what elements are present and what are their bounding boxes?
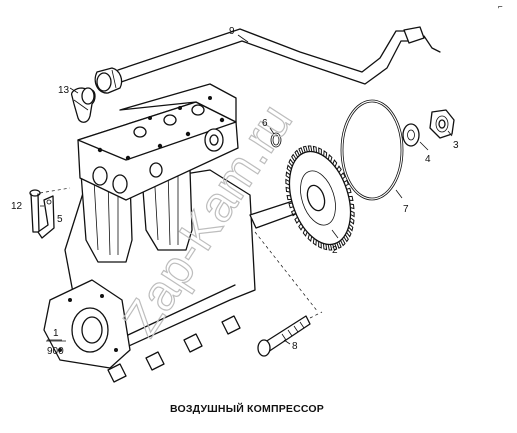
diagram-caption: ВОЗДУШНЫЙ КОМПРЕССОР bbox=[170, 402, 324, 415]
callout-8: 8 bbox=[292, 341, 298, 352]
callout-9: 9 bbox=[229, 26, 235, 37]
callout-12: 12 bbox=[11, 201, 23, 212]
part-12-bolt bbox=[29, 187, 71, 233]
part-2-gear bbox=[285, 145, 355, 251]
part-9-air-pipe bbox=[94, 26, 441, 94]
callout-6: 6 bbox=[262, 118, 268, 129]
callout-7: 7 bbox=[403, 204, 409, 215]
callout-1: 1 bbox=[53, 328, 59, 339]
part-5-bracket bbox=[37, 195, 55, 239]
callout-13: 13 bbox=[58, 85, 70, 96]
callout-5: 5 bbox=[57, 214, 63, 225]
leader-lines bbox=[40, 34, 453, 345]
corner-mark: ⌐ bbox=[498, 2, 503, 11]
part-1-compressor-body bbox=[43, 83, 256, 383]
callout-1-sub: 900 bbox=[47, 346, 64, 357]
part-6-o-ring bbox=[270, 132, 282, 148]
callout-2: 2 bbox=[332, 245, 338, 256]
part-4-washer bbox=[402, 123, 420, 147]
part-8-bolt bbox=[257, 311, 323, 357]
part-13-elbow-fitting bbox=[70, 87, 96, 123]
callout-3: 3 bbox=[453, 140, 459, 151]
callout-4: 4 bbox=[425, 154, 431, 165]
part-7-seal-ring bbox=[340, 99, 404, 201]
